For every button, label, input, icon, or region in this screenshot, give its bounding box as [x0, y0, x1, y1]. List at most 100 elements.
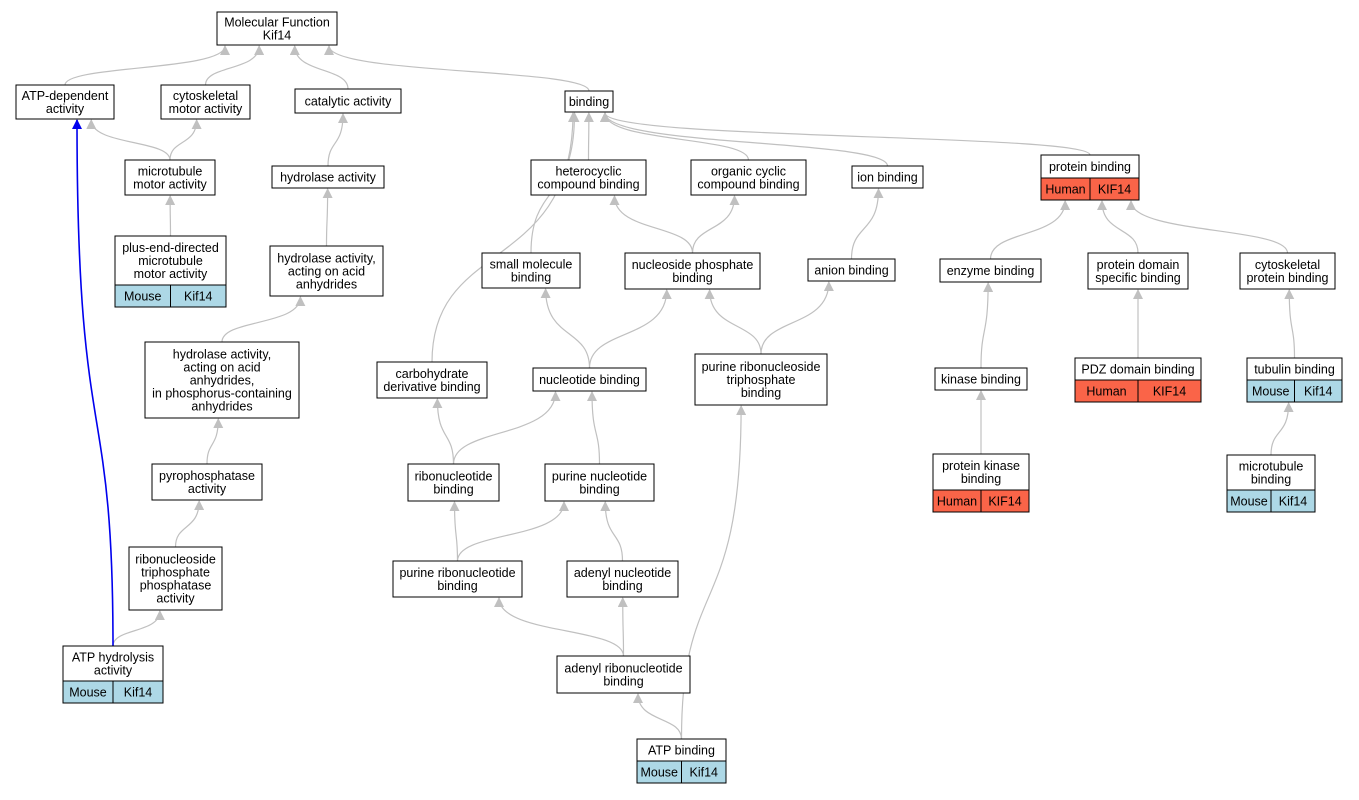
species-label: Mouse	[1230, 495, 1268, 509]
go-term-label: adenyl ribonucleotide	[564, 662, 682, 676]
go-term-node[interactable]: ribonucleosidetriphosphatephosphataseact…	[129, 547, 222, 610]
go-term-label: triphosphate	[141, 566, 210, 580]
edge-pur_ribo_tri-to-nuc_phos	[710, 290, 761, 354]
go-term-label: PDZ domain binding	[1081, 363, 1194, 377]
go-term-label: protein kinase	[942, 459, 1020, 473]
go-term-label: ion binding	[857, 171, 918, 185]
go-term-label: ATP hydrolysis	[72, 651, 154, 665]
edge-org_cyclic-to-binding	[605, 113, 749, 160]
go-term-label: plus-end-directed	[122, 241, 219, 255]
go-term-label: motor activity	[134, 267, 208, 281]
go-term-label: kinase binding	[941, 373, 1021, 387]
go-term-node[interactable]: hydrolase activity,acting on acidanhydri…	[270, 246, 383, 296]
go-term-label: cytoskeletal	[173, 89, 238, 103]
go-term-node[interactable]: kinase binding	[935, 368, 1027, 390]
go-term-node[interactable]: binding	[565, 91, 613, 112]
edge-ion-to-binding	[605, 113, 888, 166]
go-term-node[interactable]: anion binding	[808, 259, 895, 281]
gene-label: KIF14	[988, 495, 1021, 509]
go-term-node[interactable]: catalytic activity	[295, 89, 401, 113]
edge-tubulin-to-cyto_prot	[1289, 290, 1294, 358]
edge-purine_nuc-to-nucleotide	[592, 392, 600, 464]
edge-atp_hydro-to-ribo_tri_phos	[113, 611, 160, 646]
go-term-label: derivative binding	[383, 380, 480, 394]
go-term-node[interactable]: nucleotide binding	[533, 368, 646, 391]
go-term-label: catalytic activity	[305, 95, 393, 109]
gene-label: KIF14	[1098, 183, 1131, 197]
gene-label: Kif14	[690, 766, 719, 780]
edge-catalytic-to-root	[295, 46, 348, 89]
go-term-label: binding	[569, 95, 609, 109]
go-term-label: microtubule	[138, 165, 203, 179]
edge-atp_binding-to-adenyl_ribo	[638, 694, 682, 739]
edge-adenyl_ribo-to-pur_ribonuc	[499, 598, 624, 656]
gene-label: KIF14	[1153, 385, 1186, 399]
edge-adenyl_nuc-to-purine_nuc	[605, 502, 622, 561]
edge-ribonuc-to-nucleotide	[454, 392, 556, 464]
species-label: Human	[1086, 385, 1126, 399]
go-term-label: acting on acid	[288, 265, 365, 279]
go-term-label: protein domain	[1097, 258, 1180, 272]
go-term-label: anhydrides	[191, 400, 252, 414]
gene-label: Kif14	[124, 686, 153, 700]
go-term-node[interactable]: ion binding	[852, 166, 923, 188]
go-term-label: microtubule	[138, 254, 203, 268]
go-term-label: purine nucleotide	[552, 470, 647, 484]
go-term-label: adenyl nucleotide	[574, 566, 671, 580]
go-term-label: heterocyclic	[556, 165, 622, 179]
go-term-label: compound binding	[537, 178, 639, 192]
go-term-label: cytoskeletal	[1255, 258, 1320, 272]
edge-pyro-to-hyd_phos	[207, 419, 218, 464]
edge-binding-to-root	[329, 46, 589, 91]
go-term-label: binding	[437, 579, 477, 593]
gene-label: Kif14	[1279, 495, 1308, 509]
edge-adenyl_ribo-to-adenyl_nuc	[623, 598, 624, 656]
go-term-node[interactable]: hydrolase activity	[272, 166, 384, 188]
go-term-label: protein binding	[1246, 271, 1328, 285]
go-term-label: Kif14	[263, 29, 292, 43]
edge-nuc_phos-to-org_cyclic	[693, 196, 735, 253]
edge-mt_motor-to-atp_dep	[91, 120, 170, 160]
go-term-label: organic cyclic	[711, 165, 786, 179]
go-term-node[interactable]: hydrolase activity,acting on acidanhydri…	[145, 342, 299, 418]
go-term-label: anhydrides,	[190, 374, 255, 388]
go-term-label: binding	[433, 483, 473, 497]
edge-nuc_phos-to-hetero	[615, 196, 693, 253]
edge-hydrolase-to-catalytic	[328, 114, 343, 166]
edge-cyto_motor-to-root	[206, 46, 260, 85]
edge-ribo_tri_phos-to-pyro	[176, 501, 200, 547]
edge-mt_binding-to-tubulin	[1271, 403, 1289, 455]
go-term-label: pyrophosphatase	[159, 469, 255, 483]
go-term-label: acting on acid	[183, 361, 260, 375]
go-term-node[interactable]: enzyme binding	[940, 259, 1041, 282]
edge-ribonuc-to-carb	[437, 399, 453, 464]
edge-pur_ribonuc-to-purine_nuc	[458, 502, 565, 561]
